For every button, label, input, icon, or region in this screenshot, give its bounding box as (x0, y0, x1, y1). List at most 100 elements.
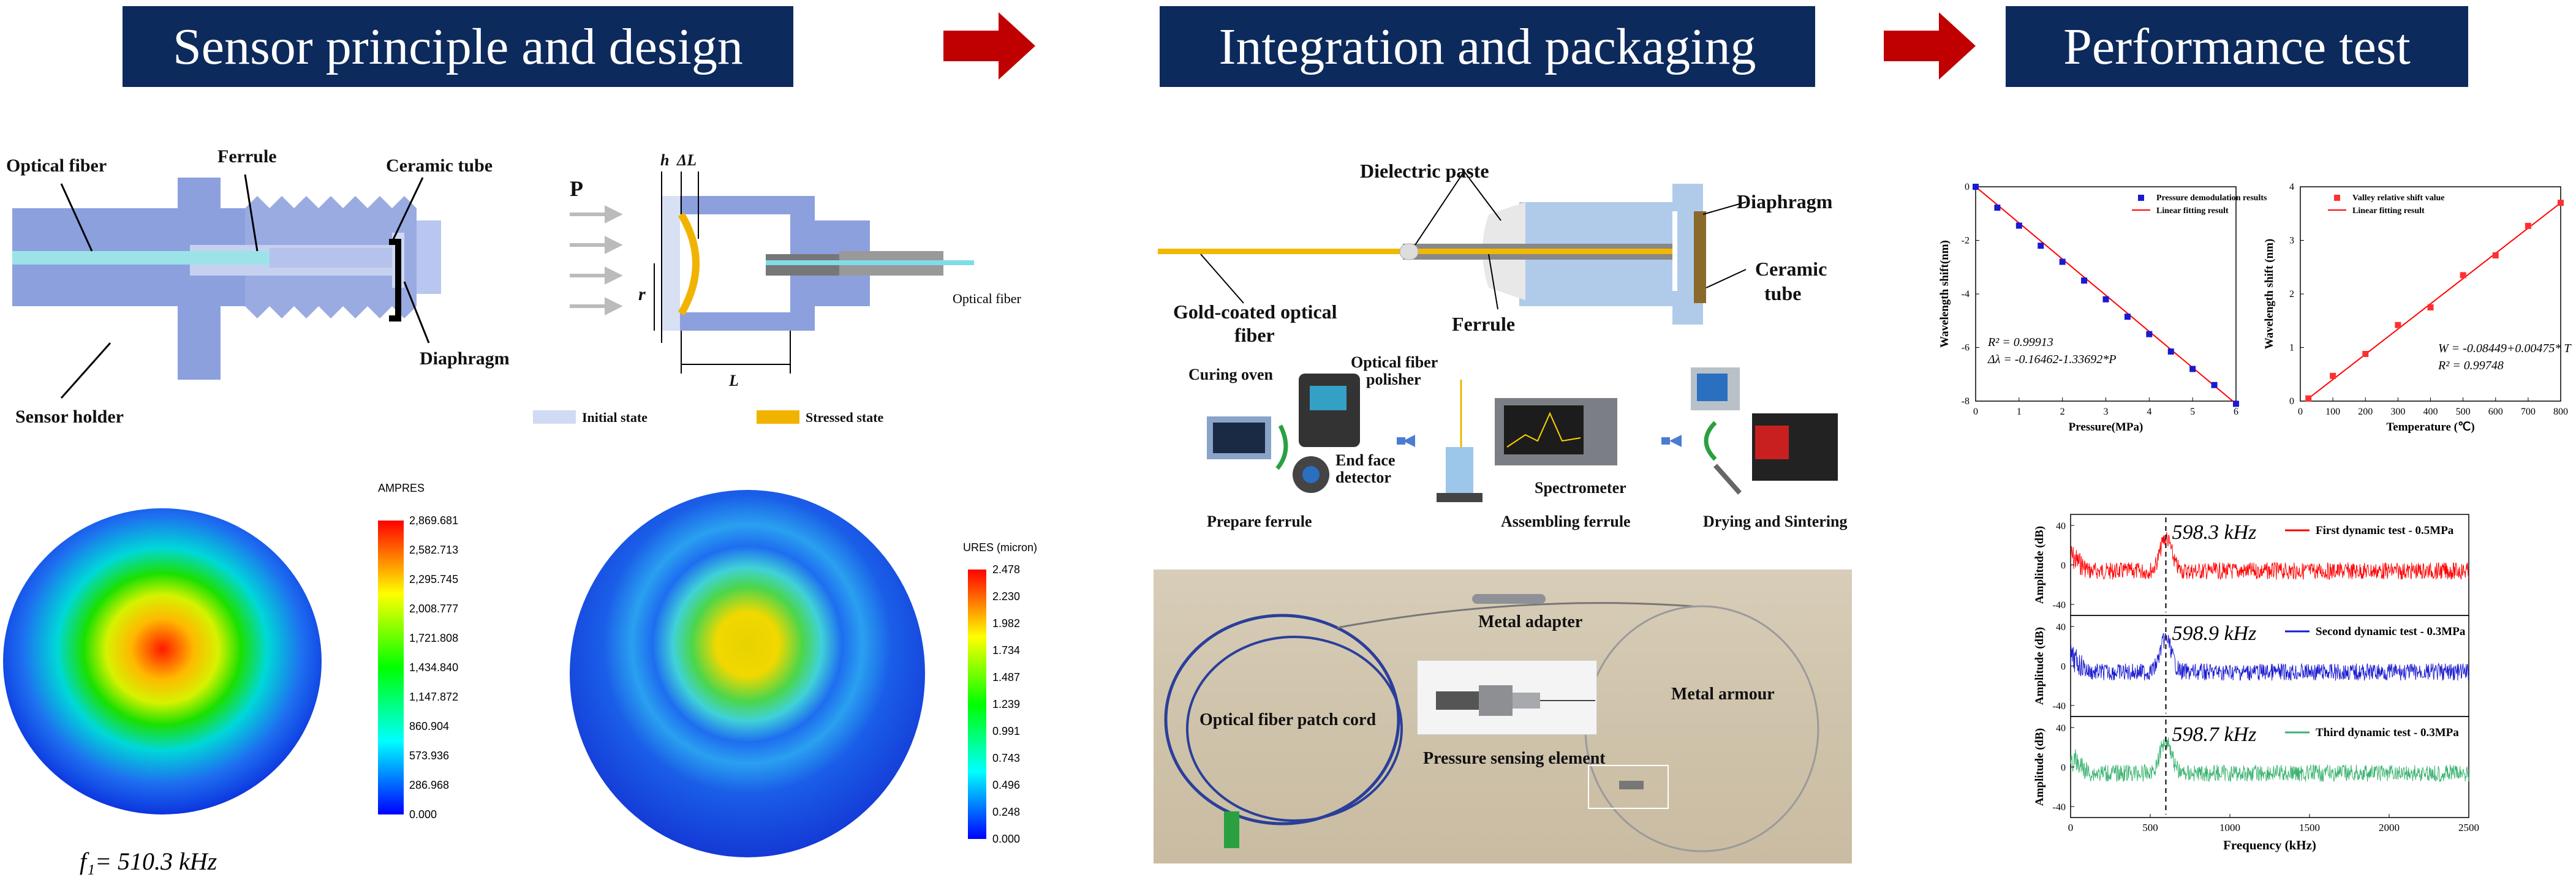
label-gold-fiber-2: fiber (1234, 324, 1275, 346)
x-tick-label: 400 (2423, 407, 2438, 417)
label-polisher-1: Optical fiber (1351, 353, 1438, 371)
label-diaphragm: Diaphragm (420, 348, 510, 369)
label-detector-2: detector (1335, 468, 1391, 486)
colorbar-tick-label: 1,147.872 (409, 691, 458, 703)
spectrum-line (2070, 532, 2469, 580)
legend-entry: Second dynamic test - 0.3MPa (2316, 625, 2466, 638)
colorbar-tick-label: 1.487 (992, 671, 1020, 683)
y-tick-label: 40 (2056, 723, 2066, 734)
data-point (2395, 322, 2401, 328)
fea-right-title: URES (micron) (963, 541, 1037, 554)
fit-equation: R² = 0.99748 (2438, 359, 2504, 372)
spectrum-line (2070, 735, 2469, 783)
colorbar-tick-label: 2,295.745 (409, 573, 458, 585)
x-tick-label: 0 (2298, 407, 2303, 417)
label-step-drying: Drying and Sintering (1703, 513, 1848, 530)
data-point (2362, 351, 2369, 357)
label-metal-adapter: Metal adapter (1478, 612, 1583, 631)
x-tick-label: 800 (2553, 407, 2568, 417)
label-ceramic-tube: Ceramic tube (386, 156, 493, 176)
y-tick-label: -4 (1962, 289, 1970, 299)
y-axis-label: Wavelength shift(nm) (1938, 240, 1951, 348)
sensing-element-inset (1417, 660, 1597, 735)
legend-entry: Valley relative shift value (2352, 194, 2445, 203)
y-tick-label: 0 (2061, 763, 2066, 773)
x-tick-label: 600 (2488, 407, 2503, 417)
x-tick-label: 4 (2147, 407, 2151, 417)
legend-initial-state: Initial state (582, 410, 648, 425)
data-point (2081, 277, 2088, 284)
label-metal-armour: Metal armour (1671, 685, 1775, 704)
colorbar-tick-label: 2,582.713 (409, 544, 458, 556)
fit-equation: R² = 0.99913 (1987, 336, 2053, 349)
y-tick-label: 0 (1965, 182, 1970, 192)
colorbar-tick-label: 0.991 (992, 725, 1020, 737)
label-l: L (728, 372, 739, 389)
x-tick-label: 200 (2358, 407, 2373, 417)
data-point (2460, 272, 2466, 279)
x-axis-label: Pressure(MPa) (2069, 421, 2144, 434)
label-diaphragm-integration: Diaphragm (1737, 190, 1833, 212)
y-tick-label: -40 (2053, 802, 2066, 813)
data-point (2525, 222, 2531, 229)
label-sensing-element: Pressure sensing element (1423, 749, 1606, 768)
legend-marker (2138, 195, 2144, 201)
colorbar-tick-label: 2,869.681 (409, 514, 458, 527)
data-point (2211, 382, 2218, 388)
x-tick-label: 500 (2456, 407, 2471, 417)
y-tick-label: -40 (2053, 701, 2066, 712)
plot-frame (2300, 186, 2561, 402)
colorbar-tick-label: 2,008.777 (409, 603, 458, 615)
legend-initial-swatch (533, 410, 576, 424)
colorbar-tick-label: 2.230 (992, 590, 1020, 603)
y-tick-label: -6 (1962, 343, 1970, 353)
label-r: r (638, 284, 646, 304)
y-tick-label: 40 (2056, 521, 2066, 532)
data-point (2015, 222, 2022, 229)
label-patch-cord: Optical fiber patch cord (1199, 710, 1377, 729)
legend-stressed-swatch (757, 410, 799, 424)
colorbar-tick-label: 860.904 (409, 720, 449, 732)
data-point (2305, 395, 2312, 402)
x-tick-label: 0 (2068, 822, 2074, 833)
data-point (2059, 258, 2066, 265)
y-axis-label: Wavelength shift (nm) (2263, 239, 2276, 350)
data-point (1973, 184, 1979, 190)
legend-entry: First dynamic test - 0.5MPa (2316, 524, 2454, 537)
label-sensor-holder: Sensor holder (15, 407, 124, 427)
y-tick-label: 2 (2289, 289, 2294, 299)
data-point (2233, 401, 2239, 407)
label-ferrule-integration: Ferrule (1452, 313, 1515, 335)
data-point (2102, 296, 2109, 303)
data-point (1994, 205, 2001, 211)
fit-line (2308, 202, 2561, 399)
y-tick-label: 1 (2289, 343, 2294, 353)
colorbar-tick-label: 1.239 (992, 698, 1020, 710)
colorbar-tick-label: 286.968 (409, 779, 449, 791)
data-point (2330, 372, 2336, 379)
fea-displacement-left: AMPRES 2,869.6812,582.7132,295.7452,008.… (3, 482, 458, 875)
x-tick-label: 1500 (2299, 822, 2320, 833)
y-axis-label: Amplitude (dB) (2033, 526, 2046, 604)
fit-equation: Δλ = -0.16462-1.33692*P (1987, 353, 2116, 366)
fea-displacement-right: URES (micron) 2.4782.2301.9821.7341.4871… (570, 490, 1037, 857)
colorbar-tick-label: 0.000 (992, 833, 1020, 845)
data-point (2427, 304, 2434, 310)
arrow-right-icon (943, 12, 1035, 80)
arrow-right-icon (1669, 435, 1682, 447)
x-tick-label: 0 (1973, 407, 1978, 417)
data-point (2167, 348, 2174, 355)
label-ferrule: Ferrule (217, 146, 277, 167)
legend-entry: Pressure demodulation results (2156, 194, 2267, 203)
x-tick-label: 300 (2390, 407, 2405, 417)
y-tick-label: -40 (2053, 600, 2066, 611)
sensor-structure-diagram: Optical fiber Ferrule Ceramic tube Diaph… (6, 146, 510, 427)
integration-structure: Dielectric paste Diaphragm Ceramic tube … (1158, 160, 1833, 346)
data-point (2558, 200, 2564, 206)
legend-marker (2334, 195, 2340, 201)
x-tick-label: 1000 (2219, 822, 2240, 833)
y-tick-label: 3 (2289, 236, 2294, 246)
process-steps: Curing oven Optical fiber polisher End f… (1188, 353, 1848, 530)
ferrule-fixture-icon (1446, 447, 1473, 493)
y-tick-label: 0 (2061, 561, 2066, 571)
